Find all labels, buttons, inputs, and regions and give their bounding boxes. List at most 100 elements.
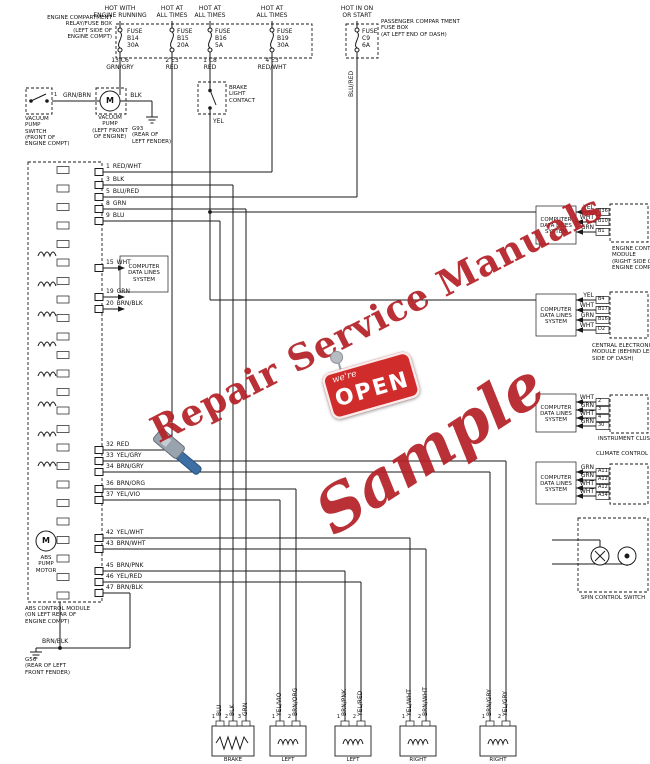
module-caption: INSTRUMENT CLUSTER	[598, 436, 650, 442]
abs-pin-number: 15	[106, 259, 114, 266]
sensor-pin-number: 1	[401, 714, 405, 720]
motor-symbol: M	[42, 536, 50, 545]
connector-label: RED/WHT	[257, 64, 287, 71]
wire-color-label: YEL/VIO	[276, 692, 283, 716]
wire-color-label: BRN/GRY	[486, 689, 493, 716]
wires-layer	[30, 21, 628, 721]
computer-data-lines-label: COMPUTER DATA LINES SYSTEM	[128, 264, 160, 283]
wire-color-label: BLK	[130, 92, 142, 99]
sensor-caption: RIGHT	[489, 757, 507, 763]
wire-color-label: YEL/WHT	[406, 689, 413, 716]
module-pin-id: B17	[598, 306, 608, 312]
sensor-pin-number: 2	[224, 714, 228, 720]
abs-pin-wire-color: BLU	[112, 212, 125, 219]
wire-color-label: BRN/WHT	[422, 687, 429, 716]
pin-number: 1	[54, 92, 58, 98]
sensor-caption: RIGHT	[409, 757, 427, 763]
suction-cup-icon	[328, 349, 345, 366]
module-caption: CLIMATE CONTROL MODULE	[596, 451, 650, 457]
abs-pin-number: 9	[106, 212, 110, 219]
tool-hammer-graphic	[152, 428, 202, 475]
motor-symbol: M	[106, 96, 114, 105]
computer-data-lines-label: COMPUTER DATA LINES SYSTEM	[540, 306, 572, 326]
sensor-pin-number: 2	[352, 714, 356, 720]
module-wire-color: GRN	[580, 312, 594, 319]
sensor-caption: BRAKE	[223, 757, 243, 763]
abs-pin-number: 46	[106, 573, 114, 580]
abs-pin-wire-color: GRN	[116, 288, 130, 295]
sensor-caption: LEFT	[281, 757, 295, 763]
vacuum-pump-switch-caption: VACUUM PUMP SWITCH (FRONT OF ENGINE COMP…	[25, 116, 70, 148]
abs-pin-number: 5	[106, 188, 110, 195]
module-wire-color: WHT	[579, 302, 594, 309]
wire-color-label: BRN/BLK	[42, 638, 69, 645]
abs-pin-number: 47	[106, 584, 114, 591]
symbol-details	[29, 84, 630, 650]
abs-pin-wire-color: BRN/GRY	[116, 463, 144, 470]
module-wire-color: YEL	[583, 292, 594, 299]
module-wire-color: WHT	[579, 394, 594, 401]
module-pin-id: 3	[598, 406, 602, 412]
sensor-pin-number: 2	[287, 714, 291, 720]
module-wire-color: WHT	[579, 322, 594, 329]
brake-light-contact-caption: BRAKE LIGHT CONTACT	[229, 85, 256, 104]
abs-pin-number: 43	[106, 540, 114, 547]
wire-color-label: YEL/GRY	[502, 691, 509, 716]
abs-pin-wire-color: BRN/BLK	[116, 300, 143, 307]
vacuum-pump-caption: VACUUM PUMP (LEFT FRONT OF ENGINE)	[92, 115, 128, 140]
abs-pin-wire-color: BRN/WHT	[116, 540, 146, 547]
module-wire-color: GRN	[580, 472, 594, 479]
module-caption: ENGINE CONTROL MODULE (RIGHT SIDE OF ENG…	[612, 246, 650, 271]
module-wire-color: GRN	[580, 464, 594, 471]
computer-data-lines-label: COMPUTER DATA LINES SYSTEM	[540, 216, 572, 236]
module-pin-id: 2	[598, 398, 602, 404]
sensor-pin-number: 1	[271, 714, 275, 720]
ground-label-g93: G93 (REAR OF LEFT FENDER)	[132, 126, 172, 145]
connector-label: 4 E3	[265, 57, 279, 64]
module-pin-id: A11	[598, 468, 608, 474]
module-wire-color: GRN	[580, 224, 594, 231]
abs-pin-wire-color: RED/WHT	[112, 163, 142, 170]
module-pin-id: 30	[598, 422, 605, 428]
abs-pin-number: 1	[106, 163, 110, 170]
connector-label: 2 E3	[165, 57, 179, 64]
spin-control-switch-caption: SPIN CONTROL SWITCH	[580, 595, 646, 601]
sensor-pin-number: 1	[336, 714, 340, 720]
module-pin-id: 4	[598, 414, 602, 420]
ground-label-g56: G56 (REAR OF LEFT FRONT FENDER)	[25, 657, 70, 676]
module-wire-color: WHT	[579, 488, 594, 495]
abs-pin-number: 42	[106, 529, 114, 536]
abs-pin-number: 32	[106, 441, 114, 448]
connector-label: GRN/GRY	[106, 64, 134, 71]
abs-pin-wire-color: RED	[116, 441, 130, 448]
power-source-label: HOT WITH ENGINE RUNNING	[93, 5, 147, 19]
sensor-pin-number: 3	[237, 714, 241, 720]
module-wire-color: WHT	[579, 214, 594, 221]
generated-shapes	[37, 27, 649, 757]
abs-pin-number: 33	[106, 452, 114, 459]
module-pin-id: B36	[598, 208, 608, 214]
sensor-pin-number: 1	[211, 714, 215, 720]
power-source-label: HOT IN ON OR START	[340, 5, 374, 19]
fuse-label: FUSE B16 5A	[215, 28, 231, 49]
sensor-pin-number: 2	[417, 714, 421, 720]
connector-label: RED	[203, 64, 217, 71]
module-pin-id: B4	[598, 296, 605, 302]
sensor-caption: LEFT	[346, 757, 360, 763]
fuse-label: FUSE B15 20A	[177, 28, 193, 49]
fuse-label: FUSE B14 30A	[127, 28, 143, 49]
abs-pin-number: 3	[106, 176, 110, 183]
abs-pin-wire-color: YEL/VIO	[116, 491, 141, 498]
